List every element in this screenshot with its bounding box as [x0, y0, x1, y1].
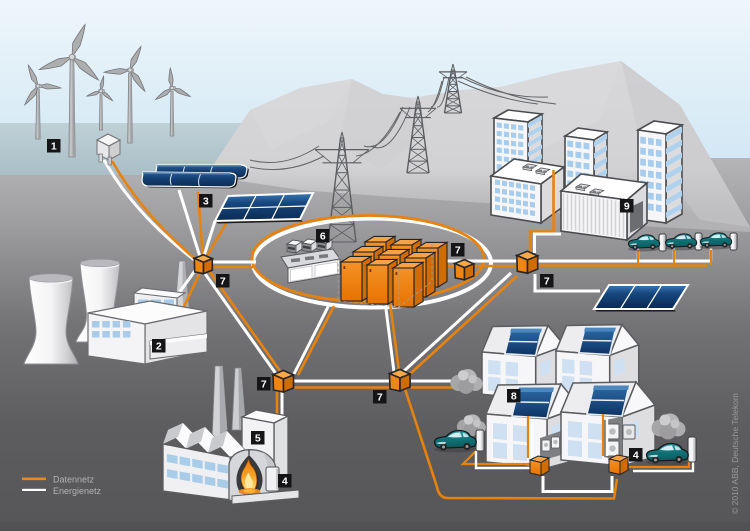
svg-text:4: 4 [282, 476, 288, 488]
svg-text:4: 4 [633, 450, 639, 462]
svg-text:7: 7 [377, 392, 383, 404]
svg-text:5: 5 [255, 433, 261, 445]
svg-text:8: 8 [511, 391, 517, 403]
svg-text:Energienetz: Energienetz [53, 486, 102, 496]
svg-text:3: 3 [203, 196, 209, 208]
svg-text:7: 7 [544, 276, 550, 288]
svg-text:© 2010 ABB, Deutsche Telekom: © 2010 ABB, Deutsche Telekom [730, 393, 740, 514]
svg-text:7: 7 [261, 379, 267, 391]
svg-text:1: 1 [51, 141, 57, 153]
svg-text:7: 7 [220, 276, 226, 288]
svg-text:9: 9 [624, 201, 630, 213]
svg-text:6: 6 [320, 231, 326, 243]
svg-text:Datennetz: Datennetz [53, 475, 95, 485]
svg-text:2: 2 [156, 341, 162, 353]
svg-text:7: 7 [455, 245, 461, 257]
